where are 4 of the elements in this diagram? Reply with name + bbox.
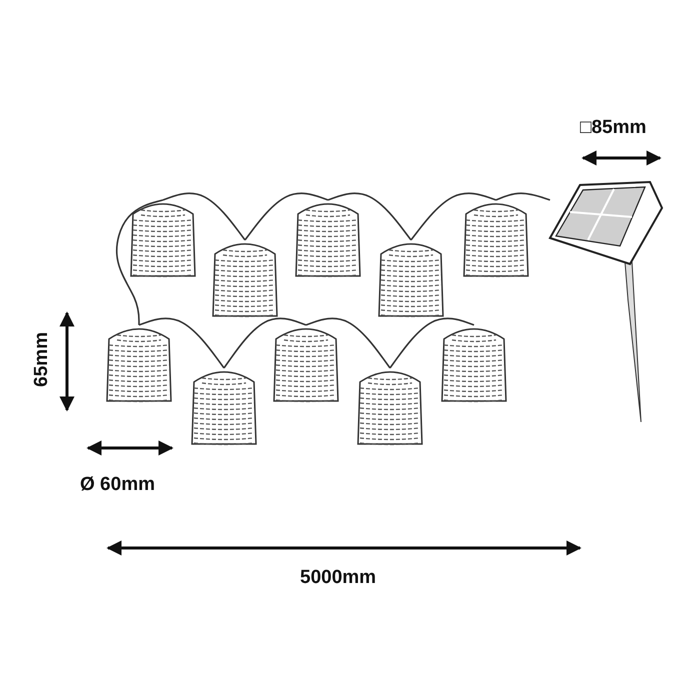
dimension-label: 65mm [32, 332, 51, 387]
dimension-label: Ø 60mm [80, 475, 155, 494]
dimension-label: □85mm [580, 118, 646, 137]
dimension-label: 5000mm [300, 568, 376, 587]
